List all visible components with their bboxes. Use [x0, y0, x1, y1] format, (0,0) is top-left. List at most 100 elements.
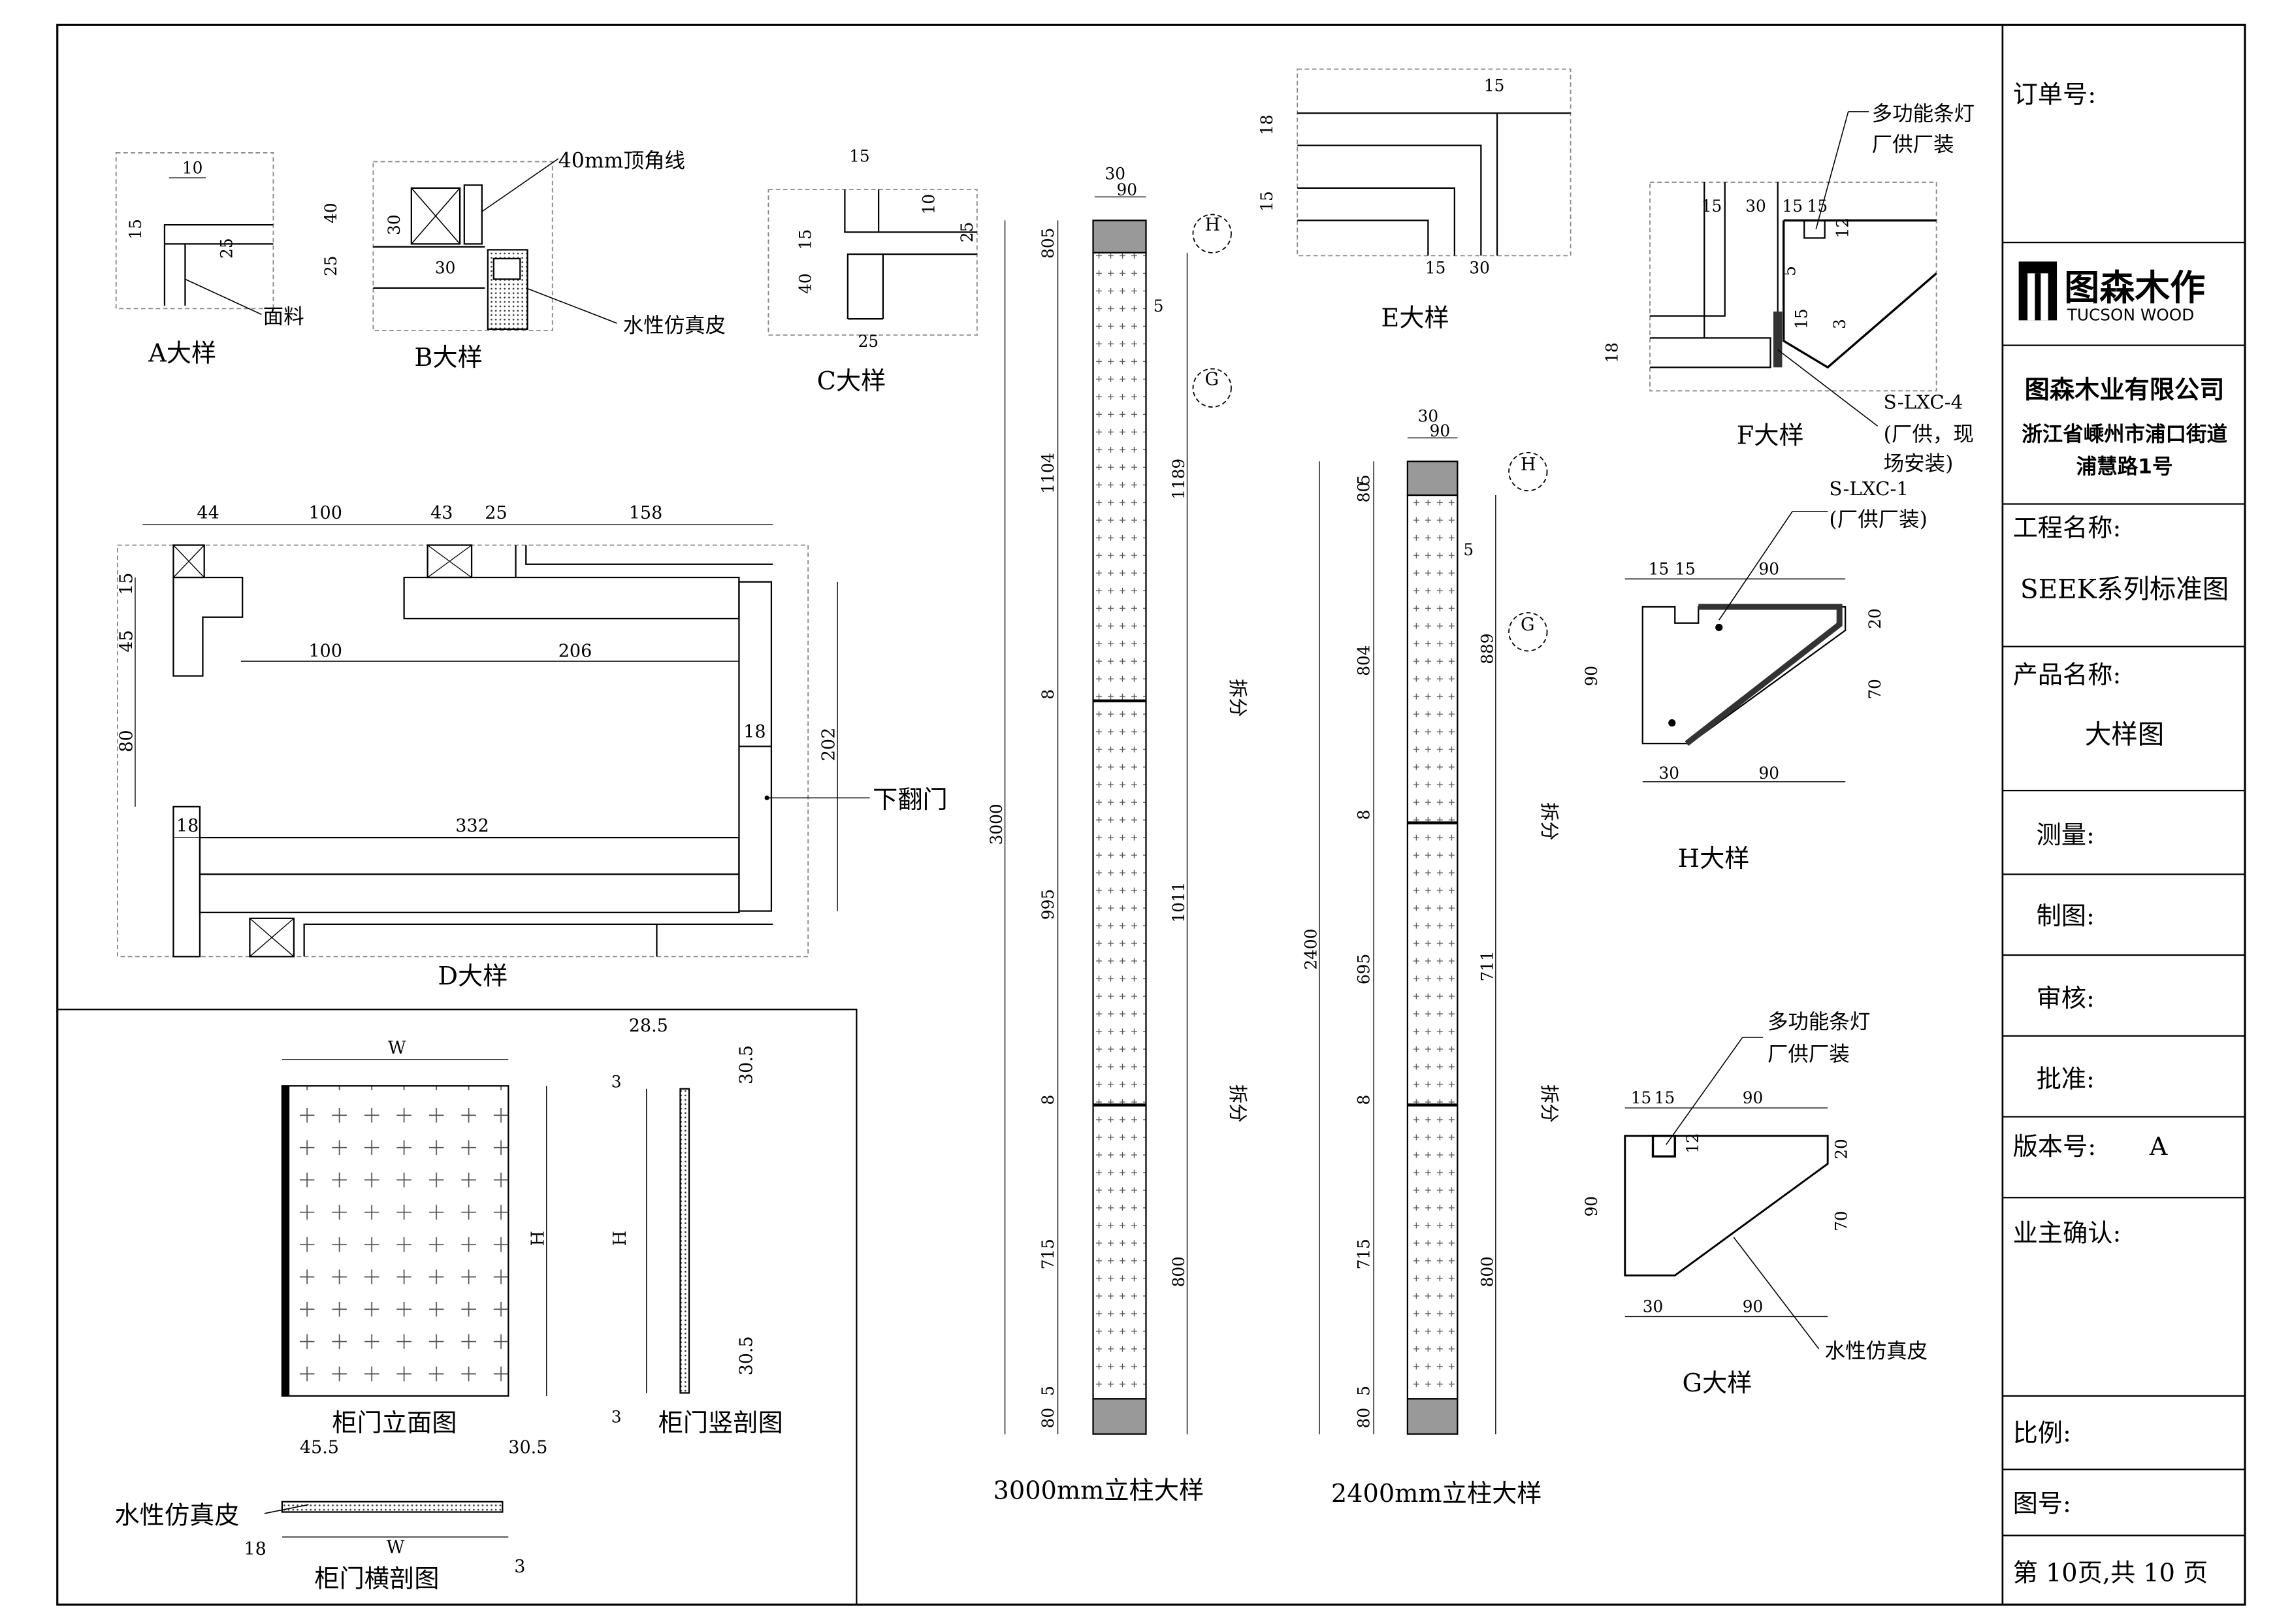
vsec-dim-3: 30.5	[737, 1045, 757, 1084]
g-dim-5: 20	[1832, 1139, 1850, 1159]
product-value: 大样图	[2085, 719, 2164, 750]
b-title: B大样	[414, 344, 483, 372]
b-dim-4: 30	[435, 258, 455, 277]
c3000-right-2: 1011	[1169, 882, 1188, 923]
h-dim-6: 90	[1582, 666, 1601, 686]
e-dim-4: 15	[1425, 258, 1445, 277]
f-dim-3: 15	[1782, 197, 1802, 216]
hsec-w-label: W	[387, 1538, 405, 1558]
g-callout-light-supply: 厂供厂装	[1767, 1043, 1850, 1066]
d-inner-dim-1: 100	[308, 641, 342, 661]
b-callout-crown: 40mm顶角线	[558, 149, 685, 172]
c3000-top-dim-1: 30	[1105, 164, 1125, 183]
c2400-top-dim-2: 90	[1430, 421, 1450, 440]
detail-c: 15 10 15 25 40 25 C大样	[767, 146, 978, 396]
vsec-dim-5: 3	[611, 1407, 622, 1426]
d-left-dim-3: 80	[116, 730, 137, 752]
f-dim-6: 5	[1781, 266, 1800, 276]
g-dim-4: 12	[1683, 1133, 1702, 1153]
drawing-no-label: 图号:	[2013, 1490, 2071, 1519]
c2400-left-5: 695	[1354, 954, 1373, 984]
hsec-dim-2: 30.5	[508, 1438, 547, 1458]
hsec-dim-4: 3	[514, 1557, 525, 1577]
hsec-dim-1: 45.5	[300, 1438, 339, 1458]
c3000-total: 3000	[987, 804, 1006, 845]
hsec-dim-3: 18	[244, 1539, 266, 1559]
version-value: A	[2149, 1133, 2168, 1161]
logo-subtext: TUCSON WOOD	[2067, 305, 2194, 324]
c-dim-2: 10	[920, 194, 939, 214]
hsec-material: 水性仿真皮	[114, 1502, 239, 1531]
c2400-total: 2400	[1301, 929, 1320, 970]
e-dim-3: 15	[1257, 191, 1276, 211]
c-dim-4: 25	[958, 222, 977, 242]
c3000-left-8: 5	[1039, 1386, 1057, 1396]
a-callout-fabric: 面料	[263, 305, 304, 329]
logo: 图森木作 TUCSON WOOD	[2018, 261, 2205, 324]
c3000-top-dim-2: 90	[1117, 180, 1137, 199]
door-elevation: W H 柜门立面图	[281, 1038, 548, 1438]
c2400-top-dim-1: 30	[1418, 407, 1438, 426]
a-dim-3: 25	[217, 238, 236, 258]
detail-a: 10 15 25 面料 A大样	[115, 152, 304, 368]
g-dim-1: 15	[1631, 1088, 1651, 1107]
door-hsec-title: 柜门横剖图	[314, 1565, 439, 1593]
c2400-left-4: 8	[1354, 809, 1373, 820]
company-name: 图森木业有限公司	[2025, 376, 2225, 405]
c2400-left-1: 5	[1354, 475, 1373, 485]
h-dim-1: 15	[1649, 559, 1669, 578]
g-callout-light: 多功能条灯	[1767, 1011, 1870, 1034]
c-dim-1: 15	[849, 146, 869, 165]
d-door-dim: 18	[743, 722, 766, 742]
measure-label: 测量:	[2037, 821, 2095, 850]
g-dim-8: 30	[1643, 1297, 1663, 1316]
f-dim-5: 12	[1833, 218, 1852, 238]
c3000-left-9: 80	[1039, 1408, 1057, 1428]
d-inner-dim-2: 206	[558, 641, 592, 661]
h-dim-5: 70	[1865, 679, 1884, 699]
c3000-left-2: 80	[1039, 238, 1057, 258]
detail-e: 15 18 15 15 30 E大样	[1257, 68, 1572, 333]
company-address-2: 浦慧路1号	[2076, 455, 2173, 478]
c2400-left-2: 80	[1354, 482, 1373, 502]
f-title: F大样	[1737, 421, 1804, 450]
a-title: A大样	[148, 339, 216, 368]
column-3000: 30 90 3000 5 80 1104 8 995 8 715 5 80 11…	[987, 164, 1249, 1505]
f-dim-1: 15	[1702, 197, 1722, 216]
f-dim-7: 15	[1792, 308, 1811, 329]
review-label: 审核:	[2037, 984, 2095, 1013]
c3000-left-5: 995	[1039, 889, 1057, 920]
c3000-right-1: 1189	[1169, 459, 1188, 500]
c3000-left-7: 715	[1039, 1239, 1057, 1269]
d-bottom-dim-1: 18	[176, 816, 199, 836]
d-top-dim-3: 43	[430, 503, 453, 523]
draw-label: 制图:	[2037, 902, 2095, 931]
c-title: C大样	[817, 367, 886, 396]
detail-d: 44 100 43 25 158 15 45 80 100 206 202 18…	[116, 503, 947, 991]
h-dim-3: 90	[1758, 559, 1779, 578]
c3000-small-dim: 5	[1154, 297, 1164, 316]
detail-b: 40 30 25 30 40mm顶角线 水性仿真皮 B大样	[321, 149, 726, 372]
g-dim-6: 70	[1832, 1210, 1850, 1231]
e-title: E大样	[1381, 304, 1449, 333]
h-dim-2: 15	[1675, 559, 1695, 578]
a-dim-1: 10	[182, 158, 202, 177]
door-vertical-section: 28.5 3 30.5 H 30.5 3 柜门竖剖图	[610, 1016, 783, 1438]
detail-f: 15 30 15 15 12 5 15 3 18 多功能条灯 厂供厂装 S-LX…	[1603, 102, 1975, 475]
c3000-right-3: 800	[1169, 1256, 1188, 1287]
f-dim-2: 30	[1745, 197, 1766, 216]
approve-label: 批准:	[2037, 1065, 2095, 1094]
g-dim-2: 15	[1654, 1088, 1675, 1107]
h-callout-part: S-LXC-1	[1829, 478, 1909, 500]
h-title: H大样	[1678, 845, 1750, 873]
g-title: G大样	[1683, 1369, 1752, 1398]
c2400-split-2: 拆分	[1538, 1084, 1560, 1122]
d-bottom-dim-2: 332	[455, 816, 489, 836]
h-dim-8: 90	[1758, 764, 1779, 783]
door-h-label: H	[528, 1231, 548, 1246]
project-value: SEEK系列标准图	[2020, 573, 2229, 604]
c2400-right-3: 800	[1477, 1256, 1496, 1287]
e-dim-1: 15	[1484, 76, 1504, 95]
